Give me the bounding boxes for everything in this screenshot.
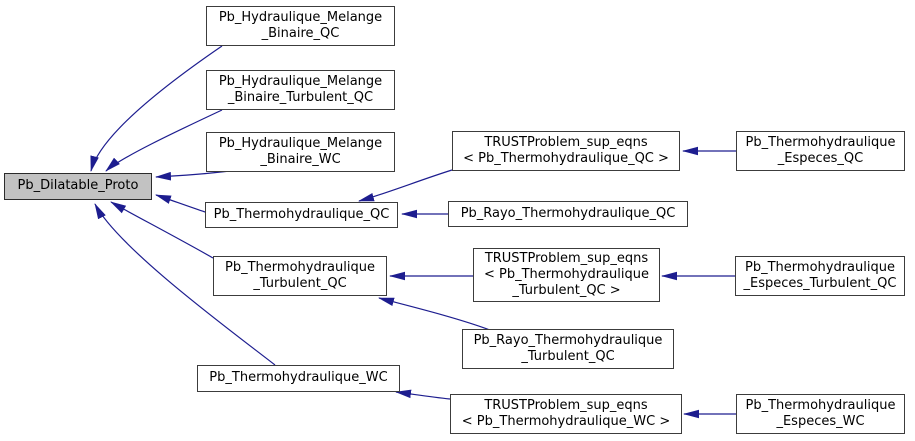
node-trustproblem-sup-eqns-pb-thermohydraulique-wc[interactable]: TRUSTProblem_sup_eqns < Pb_Thermohydraul… (450, 394, 682, 434)
node-label: _Especes_WC (776, 414, 865, 429)
node-pb-dilatable-proto: Pb_Dilatable_Proto (4, 173, 152, 200)
node-label: _Turbulent_QC (253, 276, 347, 291)
node-label: Pb_Thermohydraulique (225, 259, 375, 275)
edge-thermo-turb-qc-to-proto (110, 201, 214, 259)
node-pb-hydraulique-melange-binaire-wc[interactable]: Pb_Hydraulique_Melange _Binaire_WC (206, 132, 395, 172)
node-label: _Binaire_Turbulent_QC (227, 90, 374, 105)
node-label: _Binaire_WC (260, 152, 341, 167)
edge-hyd-binaire-qc-to-proto (90, 45, 223, 172)
node-label: _Especes_QC (777, 151, 864, 166)
node-label: < Pb_Thermohydraulique_WC > (461, 414, 671, 429)
node-pb-thermohydraulique-turbulent-qc[interactable]: Pb_Thermohydraulique _Turbulent_QC (213, 256, 387, 296)
node-label: Pb_Rayo_Thermohydraulique (473, 332, 663, 348)
node-pb-thermohydraulique-especes-wc[interactable]: Pb_Thermohydraulique _Especes_WC (736, 394, 905, 434)
edge-rayo-turb-to-thermo-turb (378, 297, 491, 331)
edge-thermo-qc-to-proto (155, 194, 206, 213)
node-label: TRUSTProblem_sup_eqns (484, 251, 649, 266)
node-pb-thermohydraulique-qc[interactable]: Pb_Thermohydraulique_QC (205, 202, 398, 228)
edge-thermo-wc-to-proto (94, 203, 276, 366)
node-pb-thermohydraulique-especes-qc[interactable]: Pb_Thermohydraulique _Especes_QC (736, 131, 905, 171)
edge-trust-wc-to-thermo-wc (395, 389, 451, 400)
node-label: Pb_Thermohydraulique_QC (213, 206, 390, 222)
node-trustproblem-sup-eqns-pb-thermohydraulique-qc[interactable]: TRUSTProblem_sup_eqns < Pb_Thermohydraul… (452, 131, 680, 171)
node-pb-thermohydraulique-wc[interactable]: Pb_Thermohydraulique_WC (197, 365, 400, 392)
node-label: TRUSTProblem_sup_eqns (484, 397, 648, 413)
node-pb-rayo-thermohydraulique-qc[interactable]: Pb_Rayo_Thermohydraulique_QC (448, 201, 688, 227)
node-trustproblem-sup-eqns-pb-thermohydraulique-turbulent-qc[interactable]: TRUSTProblem_sup_eqns < Pb_Thermohydraul… (473, 248, 660, 302)
node-pb-hydraulique-melange-binaire-turbulent-qc[interactable]: Pb_Hydraulique_Melange _Binaire_Turbulen… (206, 70, 395, 110)
node-label: _Turbulent_QC > (512, 283, 621, 298)
node-label: _Binaire_QC (261, 26, 340, 41)
node-label: TRUSTProblem_sup_eqns (484, 134, 648, 150)
node-label: < Pb_Thermohydraulique (484, 267, 649, 282)
node-label: Pb_Thermohydraulique_WC (209, 370, 388, 386)
node-label: Pb_Hydraulique_Melange (218, 9, 383, 25)
node-label: Pb_Thermohydraulique (745, 134, 896, 150)
edge-hyd-binaire-turb-to-proto (105, 109, 223, 172)
node-pb-hydraulique-melange-binaire-qc[interactable]: Pb_Hydraulique_Melange _Binaire_QC (206, 6, 395, 46)
node-label: Pb_Rayo_Thermohydraulique_QC (460, 205, 676, 221)
node-label: Pb_Thermohydraulique (745, 397, 896, 413)
node-label: Pb_Thermohydraulique (745, 259, 895, 275)
node-label: Pb_Hydraulique_Melange (218, 73, 383, 89)
node-label: _Turbulent_QC (521, 349, 615, 364)
node-pb-thermohydraulique-especes-turbulent-qc[interactable]: Pb_Thermohydraulique _Especes_Turbulent_… (735, 256, 905, 296)
node-label: < Pb_Thermohydraulique_QC > (463, 151, 669, 166)
node-label: Pb_Hydraulique_Melange (218, 135, 383, 151)
edge-trust-qc-to-thermo-qc (358, 169, 453, 202)
node-pb-rayo-thermohydraulique-turbulent-qc[interactable]: Pb_Rayo_Thermohydraulique _Turbulent_QC (462, 329, 674, 369)
node-label: _Especes_Turbulent_QC (743, 276, 897, 291)
node-label: Pb_Dilatable_Proto (17, 178, 139, 194)
